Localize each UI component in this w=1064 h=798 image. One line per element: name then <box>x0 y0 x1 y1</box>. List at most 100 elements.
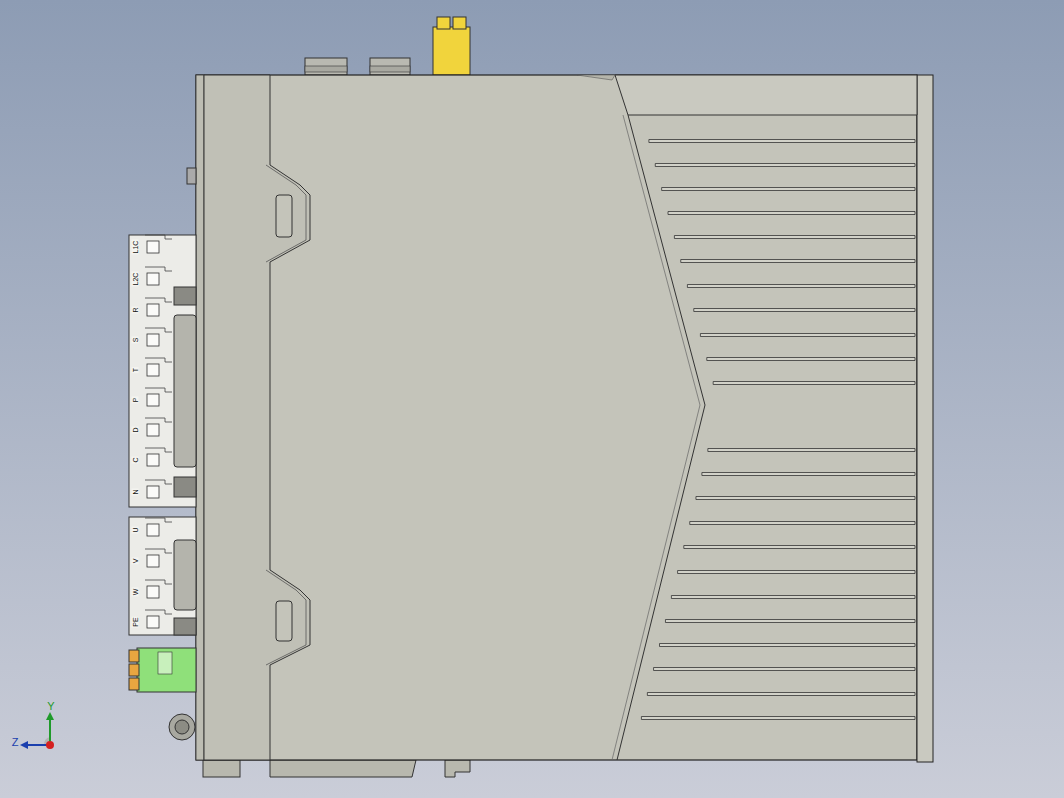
terminal-label: P <box>132 397 139 404</box>
terminal-divider <box>145 358 172 362</box>
slot <box>276 601 292 641</box>
terminal-hole <box>147 616 159 628</box>
terminal-hole <box>147 394 159 406</box>
terminal-divider <box>145 480 172 484</box>
terminal-label: U <box>132 526 139 533</box>
orange-tab <box>129 650 139 662</box>
cable-gland <box>169 714 195 740</box>
vent-slot <box>665 620 915 623</box>
cable-gland <box>175 720 189 734</box>
terminal-label: T <box>132 367 139 373</box>
terminal-label: W <box>132 588 139 597</box>
vent-slot <box>696 497 915 500</box>
terminal-divider <box>145 235 172 239</box>
end-plate <box>917 75 933 762</box>
flange <box>196 75 204 760</box>
terminal-divider <box>145 298 172 302</box>
top-connector <box>305 58 347 75</box>
terminal-divider <box>145 328 172 332</box>
orange-tab <box>129 664 139 676</box>
terminal-divider <box>145 518 172 522</box>
slot <box>276 195 292 237</box>
vent-slot <box>700 334 915 337</box>
terminal-label: C <box>132 456 139 463</box>
top-connector <box>370 58 410 75</box>
terminal-label: S <box>132 337 139 344</box>
terminal-latch <box>174 287 196 305</box>
axis-x <box>46 741 54 749</box>
top-lid <box>615 75 917 115</box>
foot <box>203 760 240 777</box>
terminal-hole <box>147 486 159 498</box>
terminal-hole <box>147 273 159 285</box>
vent-slot <box>707 358 915 361</box>
axis-y <box>46 712 54 720</box>
terminal-label: L2C <box>132 272 139 287</box>
vent-slot <box>674 236 915 239</box>
foot <box>445 760 470 777</box>
terminal-plug <box>174 315 196 467</box>
vent-slot <box>655 164 915 167</box>
vent-slot <box>647 693 915 696</box>
orange-tab <box>129 678 139 690</box>
terminal-block <box>129 235 196 507</box>
yellow-connector <box>437 17 450 29</box>
vent-slot <box>694 309 915 312</box>
terminal-hole <box>147 241 159 253</box>
panel-edge <box>266 570 306 665</box>
front-panel <box>204 75 310 760</box>
top-connector <box>370 66 410 72</box>
terminal-label: R <box>132 306 139 313</box>
terminal-hole <box>147 364 159 376</box>
terminal-hole <box>147 304 159 316</box>
vent-slot <box>681 260 915 263</box>
terminal-label: N <box>132 488 139 495</box>
vent-slot <box>708 449 915 452</box>
green-label <box>158 652 172 674</box>
axis-y <box>49 718 51 745</box>
vent-slot <box>687 285 915 288</box>
vent-slot <box>702 473 915 476</box>
terminal-divider <box>145 610 172 614</box>
screw <box>187 168 196 184</box>
vent-slot <box>668 212 915 215</box>
axis-label: Z <box>12 737 19 748</box>
terminal-label: D <box>132 426 139 433</box>
vent-slot <box>684 546 915 549</box>
vent-slot <box>678 571 915 574</box>
terminal-label: PE <box>132 616 139 627</box>
terminal-hole <box>147 524 159 536</box>
vent-slot <box>713 382 915 385</box>
lid-edge <box>577 75 615 80</box>
vent-slot <box>649 140 915 143</box>
terminal-latch <box>174 477 196 497</box>
terminal-plug <box>174 540 196 610</box>
terminal-divider <box>145 418 172 422</box>
yellow-connector <box>433 27 470 75</box>
foot <box>270 760 416 777</box>
vent-slot <box>690 522 915 525</box>
terminal-divider <box>145 267 172 271</box>
terminal-divider <box>145 388 172 392</box>
terminal-block <box>129 517 196 635</box>
vent-slot <box>671 596 915 599</box>
vent-slot <box>662 188 915 191</box>
terminal-divider <box>145 448 172 452</box>
terminal-hole <box>147 454 159 466</box>
terminal-hole <box>147 555 159 567</box>
terminal-divider <box>145 549 172 553</box>
terminal-latch <box>174 618 196 635</box>
vent-slot <box>660 644 915 647</box>
panel-edge <box>266 165 306 262</box>
green-connector <box>137 648 196 692</box>
terminal-hole <box>147 424 159 436</box>
top-connector <box>305 66 347 72</box>
axis-z <box>20 741 28 749</box>
terminal-hole <box>147 334 159 346</box>
terminal-hole <box>147 586 159 598</box>
terminal-label: V <box>132 558 139 565</box>
housing <box>196 75 917 760</box>
